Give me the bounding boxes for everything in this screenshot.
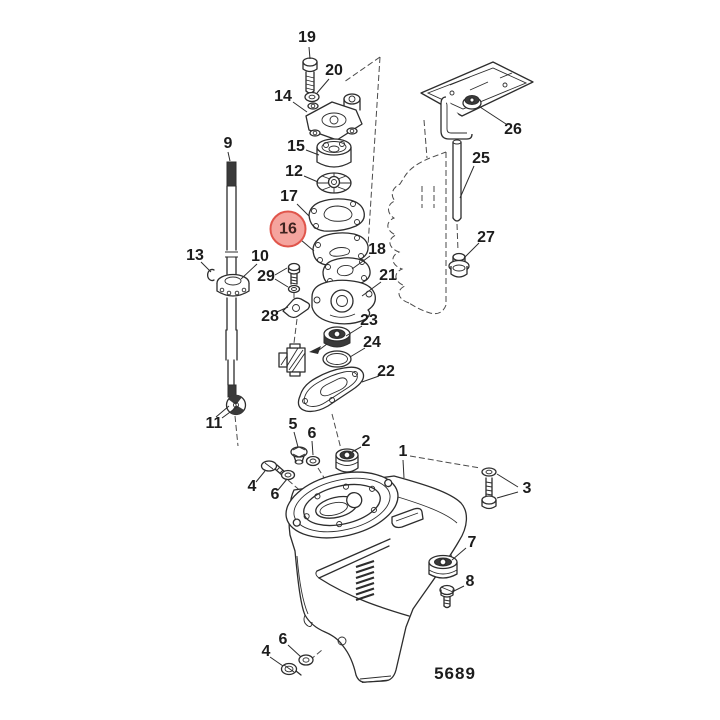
callout-5: 5 (288, 416, 298, 433)
callout-20: 20 (325, 62, 343, 79)
part-washer-6-upper (305, 455, 321, 467)
part-seal-23 (323, 326, 351, 348)
callout-1: 1 (398, 443, 408, 460)
callout-28: 28 (261, 308, 279, 325)
callout-12: 12 (285, 163, 303, 180)
part-screw-8 (439, 584, 455, 609)
part-housing-flange (285, 471, 399, 539)
callout-23: 23 (360, 312, 378, 329)
callout-7: 7 (467, 534, 477, 551)
leader-lines (200, 46, 519, 667)
part-mount-7 (428, 554, 458, 579)
callout-27: 27 (477, 229, 495, 246)
callout-24: 24 (363, 334, 381, 351)
callout-15: 15 (287, 138, 305, 155)
callout-6-left: 6 (270, 486, 280, 503)
callout-18: 18 (368, 241, 386, 258)
part-impeller-12 (316, 172, 352, 194)
part-screw-19 (302, 57, 318, 94)
callout-3: 3 (522, 480, 532, 497)
part-pump-base-21 (311, 279, 376, 325)
callout-26: 26 (504, 121, 522, 138)
callout-19: 19 (298, 29, 316, 46)
part-gasket-22 (297, 366, 365, 413)
part-plate-28 (282, 297, 311, 319)
callout-13: 13 (186, 247, 204, 264)
part-drive-shaft-9 (206, 161, 250, 416)
callout-6-upper: 6 (307, 425, 317, 442)
pointer-arrow-icon (309, 343, 328, 354)
part-liner-15 (316, 138, 352, 168)
part-pump-housing-14 (305, 93, 363, 141)
callout-6-lower: 6 (278, 631, 288, 648)
part-washer-20 (304, 91, 320, 103)
phantom-housing-outline (387, 151, 447, 315)
part-o-ring-24 (322, 350, 352, 368)
part-washer-6-lower (298, 654, 314, 666)
callout-4-left: 4 (247, 478, 257, 495)
callout-10: 10 (251, 248, 269, 265)
part-screw-3 (481, 467, 497, 510)
part-bushing-2 (335, 448, 359, 473)
callout-17: 17 (280, 188, 298, 205)
part-gasket-17 (308, 198, 365, 232)
callout-11: 11 (205, 415, 223, 432)
callout-29: 29 (257, 268, 275, 285)
callout-25: 25 (472, 150, 490, 167)
part-water-tube-25 (452, 139, 462, 222)
part-bracket (278, 343, 306, 377)
callout-8: 8 (465, 573, 475, 590)
part-washer-6-left (280, 469, 296, 481)
callout-21: 21 (379, 267, 397, 284)
callout-2: 2 (361, 433, 371, 450)
part-number: 5689 (434, 664, 476, 683)
part-screw-4-lower (280, 662, 302, 676)
part-seal-27 (448, 252, 470, 278)
callout-9: 9 (223, 135, 233, 152)
part-plug-5 (290, 446, 308, 465)
callout-22: 22 (377, 363, 395, 380)
callout-16-highlighted: 16 (269, 210, 307, 248)
part-screw-29 (287, 262, 301, 294)
part-plate-26 (420, 61, 534, 140)
callout-14: 14 (274, 88, 292, 105)
callout-4-lower: 4 (261, 643, 271, 660)
